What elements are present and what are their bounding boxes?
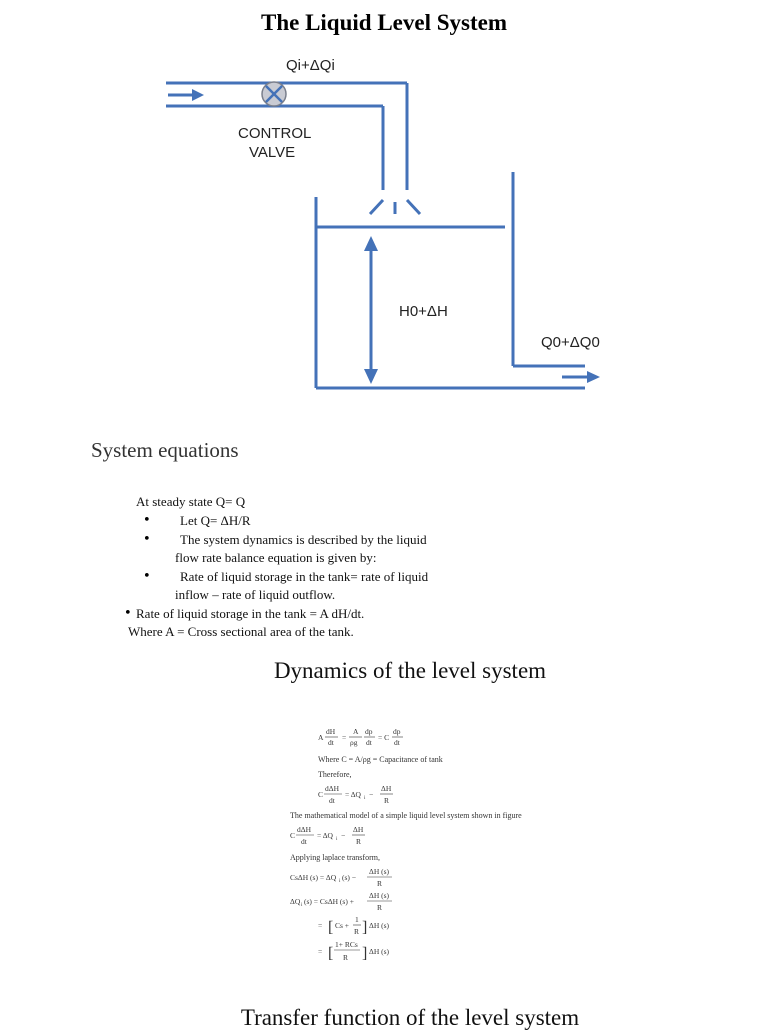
svg-text:]: ] [362,945,367,962]
svg-text:ΔH (s): ΔH (s) [369,867,390,876]
svg-text:=: = [318,921,322,930]
svg-text:−: − [369,790,373,799]
svg-text:R: R [354,927,359,936]
svg-text:ΔH (s): ΔH (s) [369,947,390,956]
area-definition-line: Where A = Cross sectional area of the ta… [128,624,354,639]
dynamics-line-2: flow rate balance equation is given by: [175,550,377,565]
storage-line-2: inflow – rate of liquid outflow. [175,587,336,602]
svg-text:= C: = C [378,733,389,742]
svg-text:ΔQ: ΔQ [290,897,301,906]
inflow-arrowhead [192,89,204,101]
valve-label-line1: CONTROL [238,125,311,142]
svg-text:C: C [318,790,323,799]
height-label: H0+ΔH [399,303,448,320]
svg-text:]: ] [362,919,367,936]
svg-text:i: i [364,796,366,801]
transfer-function-heading: Transfer function of the level system [240,1005,580,1030]
svg-text:R: R [377,879,382,888]
svg-text:(s) −: (s) − [342,873,356,882]
svg-text:[: [ [328,919,333,936]
svg-text:ΔH (s): ΔH (s) [369,921,390,930]
svg-text:−: − [341,831,345,840]
spray-left [368,198,385,216]
spray-right [405,198,422,216]
svg-text:CsΔH (s) = ΔQ: CsΔH (s) = ΔQ [290,873,337,882]
svg-text:R: R [343,953,348,962]
dynamics-line-1: The system dynamics is described by the … [180,532,427,547]
svg-text:dt: dt [329,796,336,805]
svg-text:=: = [342,733,346,742]
laplace-text: Applying laplace transform, [290,853,380,862]
svg-text:ΔH (s): ΔH (s) [369,891,390,900]
bullet-icon: • [124,606,132,621]
svg-text:(s) = CsΔH (s) +: (s) = CsΔH (s) + [304,897,354,906]
bullet-icon: • [143,513,151,528]
svg-text:1: 1 [355,915,359,924]
capacitance-text: Where C = A/ρg = Capacitance of tank [318,755,443,764]
system-equations-heading: System equations [91,438,239,462]
svg-text:dt: dt [328,738,335,747]
inflow-label: Qi+ΔQi [286,57,335,74]
svg-text:dp: dp [393,727,401,736]
svg-text:i: i [339,879,341,884]
height-arrowhead-up [364,236,378,251]
svg-text:dΔH: dΔH [297,825,312,834]
svg-text:R: R [356,837,361,846]
svg-text:Cs +: Cs + [335,921,349,930]
outflow-label: Q0+ΔQ0 [541,334,600,351]
svg-text:R: R [384,796,389,805]
outflow-arrowhead [587,371,600,383]
svg-text:ΔH: ΔH [353,825,364,834]
liquid-level-diagram: Qi+ΔQi CONTROL VALVE H0+ΔH Q0+ΔQ0 [166,57,600,390]
therefore-text: Therefore, [318,770,352,779]
svg-text:i: i [301,903,303,908]
svg-text:dΔH: dΔH [325,784,340,793]
dynamics-heading: Dynamics of the level system [273,658,547,683]
dynamics-math-block: A dH dt = Aρg dp dt = C dp dt Where C = A/ρ… [290,727,522,962]
control-valve-icon [261,81,287,107]
svg-text:1+ RCs: 1+ RCs [335,940,358,949]
svg-text:ρg: ρg [350,738,358,747]
svg-text:dt: dt [301,837,308,846]
svg-text:= ΔQ: = ΔQ [317,831,334,840]
svg-text:dp: dp [365,727,373,736]
svg-text:=: = [318,947,322,956]
bullet-icon: • [143,569,151,584]
storage-rate-line: Rate of liquid storage in the tank = A d… [136,606,365,621]
storage-line-1: Rate of liquid storage in the tank= rate… [180,569,429,584]
svg-text:dt: dt [394,738,401,747]
model-text: The mathematical model of a simple liqui… [290,811,522,820]
page-title: The Liquid Level System [260,10,507,35]
height-arrowhead-down [364,369,378,384]
svg-text:R: R [377,903,382,912]
svg-text:C: C [290,831,295,840]
svg-text:dH: dH [326,727,336,736]
let-q-line: Let Q= ΔH/R [180,513,251,528]
valve-label-line2: VALVE [249,144,295,161]
svg-text:[: [ [328,945,333,962]
svg-text:ΔH: ΔH [381,784,392,793]
steady-state-line: At steady state Q= Q [136,494,246,509]
svg-text:i: i [336,837,338,842]
svg-text:= ΔQ: = ΔQ [345,790,362,799]
svg-text:dt: dt [366,738,373,747]
bullet-icon: • [143,532,151,547]
svg-text:A: A [353,727,359,736]
svg-text:A: A [318,733,324,742]
